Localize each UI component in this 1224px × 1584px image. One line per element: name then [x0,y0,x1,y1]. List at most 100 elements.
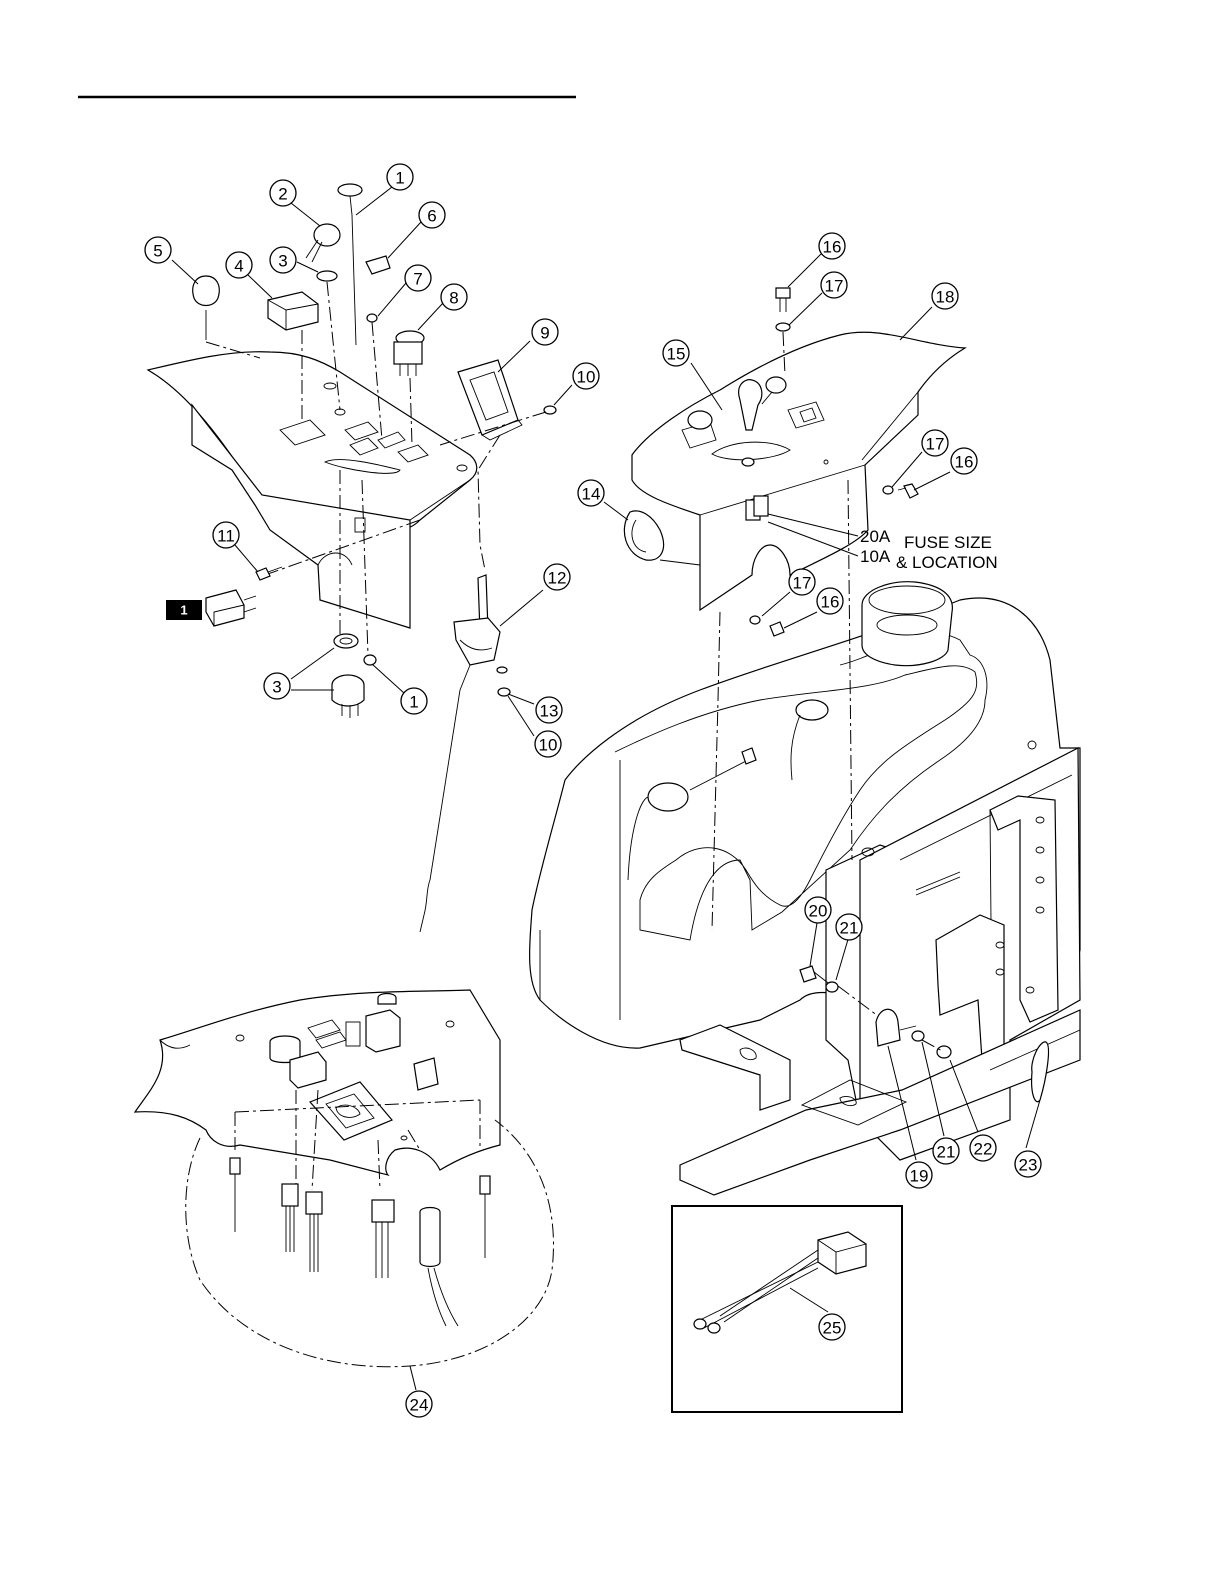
callout-number: 4 [234,257,243,276]
callout-c11: 11 [213,522,239,548]
reference-badge-label: 1 [180,603,187,618]
callout-number: 10 [539,736,558,755]
fuse-20a-label: 20A [860,527,891,546]
callout-number: 6 [427,207,436,226]
washer-7 [367,314,377,322]
callout-c17b: 17 [922,430,948,456]
callout-number: 8 [449,289,458,308]
callout-number: 9 [540,324,549,343]
washer-17b [883,486,893,494]
callout-c19: 19 [906,1162,932,1188]
callout-c1b: 1 [401,688,427,714]
callout-c22: 22 [970,1135,996,1161]
callout-c21b: 21 [933,1138,959,1164]
callout-c23: 23 [1015,1151,1041,1177]
callout-c21a: 21 [836,914,862,940]
bolt-16a [776,288,790,312]
callout-number: 13 [540,702,559,721]
callout-c18: 18 [932,283,958,309]
washer-17a [776,323,790,331]
callout-number: 16 [823,238,842,257]
callout-number: 25 [823,1319,842,1338]
hour-meter-9 [458,360,522,440]
callout-number: 17 [793,574,812,593]
callout-number: 24 [410,1396,429,1415]
callout-number: 23 [1019,1156,1038,1175]
callout-number: 17 [825,277,844,296]
throttle-cable-1 [338,184,362,345]
ignition-switch-2 [306,224,340,281]
callout-number: 21 [840,919,859,938]
fuse-location-label: & LOCATION [896,553,998,572]
bolt-16c [770,622,784,636]
callout-c14: 14 [578,480,604,506]
callout-c10b: 10 [535,731,561,757]
callout-c24: 24 [406,1391,432,1417]
callout-number: 18 [936,288,955,307]
fuse-10a-label: 10A [860,547,891,566]
panel-underside-view [135,990,500,1190]
callout-c3b: 3 [264,673,290,699]
nut-10a [544,406,556,414]
callout-number: 10 [577,368,596,387]
callout-number: 3 [278,252,287,271]
callout-number: 15 [667,345,686,364]
washer-21b [912,1031,924,1041]
callout-number: 1 [409,693,418,712]
callout-c17a: 17 [821,272,847,298]
washer-17c [750,616,760,624]
callout-number: 16 [955,453,974,472]
switch-8 [394,331,424,376]
callout-c8: 8 [441,284,467,310]
callout-c12: 12 [544,564,570,590]
callout-number: 14 [582,485,601,504]
callout-c10a: 10 [573,363,599,389]
callout-number: 19 [910,1167,929,1186]
screw-11 [256,567,282,580]
callout-c15: 15 [663,340,689,366]
inset-box-25 [672,1206,902,1412]
callout-c1a: 1 [387,164,413,190]
callout-number: 5 [153,242,162,261]
cable-tie-14 [624,511,700,565]
nut-1b [364,655,376,665]
dash-panel-assembly [148,352,477,628]
ring-3b [334,634,358,648]
switch-housing-4 [268,292,318,330]
callout-c16b: 16 [951,448,977,474]
callout-c16c: 16 [817,588,843,614]
bracket-6 [366,256,390,274]
callout-c2: 2 [270,180,296,206]
washer-21a [826,982,838,992]
callout-c3a: 3 [270,247,296,273]
callout-number: 3 [272,678,281,697]
callout-c4: 4 [226,252,252,278]
callout-c5: 5 [145,237,171,263]
knob-5 [193,276,220,340]
callout-c6: 6 [419,202,445,228]
callout-c17c: 17 [789,569,815,595]
callout-number: 22 [974,1140,993,1159]
reference-badge: 1 [166,600,202,620]
callout-number: 1 [395,169,404,188]
callout-number: 7 [413,270,422,289]
callout-number: 11 [217,527,235,546]
callout-number: 16 [821,593,840,612]
callout-c16a: 16 [819,233,845,259]
connector-plug [206,590,256,626]
callout-number: 12 [548,569,567,588]
throttle-lever-12 [420,575,510,932]
switch-3b [332,675,364,718]
callout-number: 21 [937,1143,956,1162]
callout-c9: 9 [532,319,558,345]
callout-number: 17 [926,435,945,454]
callout-c20: 20 [805,897,831,923]
callout-number: 20 [809,902,828,921]
bolt-16b [898,484,918,498]
callout-c13: 13 [536,697,562,723]
callout-number: 2 [278,185,287,204]
fuse-size-label: FUSE SIZE [904,533,992,552]
callout-c7: 7 [405,265,431,291]
callout-c25: 25 [819,1314,845,1340]
